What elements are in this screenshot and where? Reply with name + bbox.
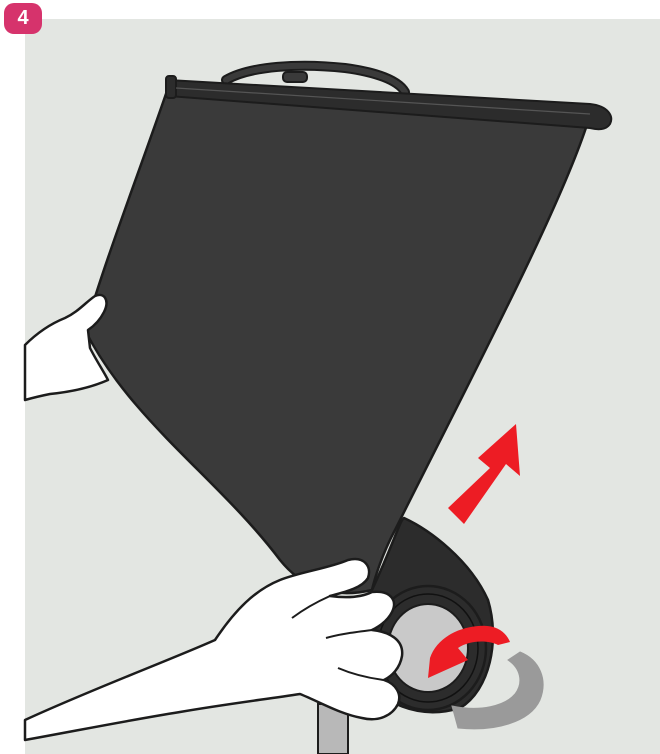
up-right-arrow-icon xyxy=(448,424,520,524)
banner-sheet xyxy=(85,88,590,593)
right-hand xyxy=(25,559,402,740)
step-number-badge: 4 xyxy=(4,3,42,34)
